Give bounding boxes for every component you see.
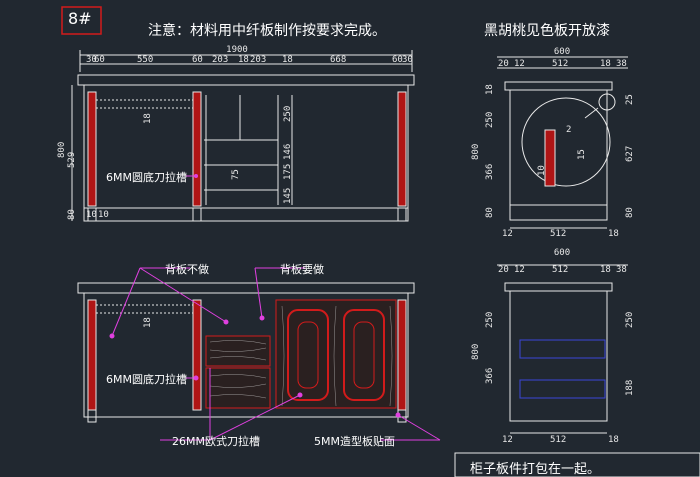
svg-text:10: 10	[537, 165, 547, 176]
leader-dot-top	[194, 174, 198, 178]
svg-text:18: 18	[485, 84, 495, 95]
svg-text:512: 512	[550, 435, 566, 445]
top-inner-175: 175	[283, 164, 293, 180]
side-bottom-parts: 20 12 512 18 38	[498, 265, 627, 275]
top-bottom-10a: 10	[86, 210, 97, 220]
label-groove-top: 6MM圆底刀拉槽	[106, 171, 187, 184]
side-bottom-left: 250 366 800	[471, 312, 495, 384]
tag-box	[61, 6, 102, 35]
svg-text:203: 203	[250, 55, 266, 65]
svg-text:512: 512	[552, 265, 568, 275]
top-inner-18: 18	[143, 113, 153, 124]
svg-text:18: 18	[282, 55, 293, 65]
svg-text:12: 12	[502, 435, 513, 445]
svg-text:20: 20	[498, 265, 509, 275]
side-title: 黑胡桃见色板开放漆	[484, 23, 610, 39]
svg-text:668: 668	[330, 55, 346, 65]
svg-text:512: 512	[552, 59, 568, 69]
svg-text:18: 18	[600, 265, 611, 275]
top-inner-145: 145	[283, 188, 293, 204]
front-view-bottom	[77, 282, 415, 423]
side-bottom-right: 250 188	[625, 312, 635, 396]
svg-text:25: 25	[625, 94, 635, 105]
svg-text:550: 550	[137, 55, 153, 65]
svg-text:188: 188	[625, 380, 635, 396]
top-bottom-10b: 10	[98, 210, 109, 220]
svg-text:512: 512	[550, 229, 566, 239]
svg-text:250: 250	[625, 312, 635, 328]
svg-text:800: 800	[471, 344, 481, 360]
svg-text:250: 250	[485, 312, 495, 328]
svg-text:15: 15	[577, 149, 587, 160]
tag-label: 8#	[68, 9, 92, 28]
top-height-80: 80	[67, 209, 77, 220]
top-segments: 30 60 550 60 203 18 203 18 668 60 30	[86, 55, 413, 65]
svg-text:2: 2	[566, 125, 571, 135]
svg-text:30: 30	[402, 55, 413, 65]
label-panel: 5MM造型板贴面	[314, 435, 395, 448]
svg-text:12: 12	[502, 229, 513, 239]
side-top-right: 25 627 80	[625, 94, 635, 218]
svg-text:60: 60	[94, 55, 105, 65]
label-back-none: 背板不做	[165, 263, 209, 276]
label-back-need: 背板要做	[280, 263, 324, 276]
side-top-parts: 20 12 512 18 38	[498, 59, 627, 69]
svg-text:12: 12	[514, 265, 525, 275]
svg-text:38: 38	[616, 265, 627, 275]
top-total-width: 1900	[226, 45, 248, 55]
svg-text:203: 203	[212, 55, 228, 65]
footer-box	[454, 452, 700, 477]
label-groove-bottom: 6MM圆底刀拉槽	[106, 373, 187, 386]
svg-text:20: 20	[498, 59, 509, 69]
wood-grain	[209, 305, 393, 407]
svg-text:800: 800	[471, 144, 481, 160]
bottom-inner-18: 18	[143, 317, 153, 328]
svg-text:18: 18	[238, 55, 249, 65]
side-view-top	[497, 56, 628, 229]
side-top-bottom: 12 512 18	[502, 229, 619, 239]
svg-text:18: 18	[608, 229, 619, 239]
footer-note: 柜子板件打包在一起。	[470, 462, 601, 477]
svg-text:80: 80	[485, 207, 495, 218]
side-bottom-width: 600	[554, 248, 570, 258]
top-height-total: 800	[57, 142, 67, 158]
side-top-detail: 10 2 15	[537, 125, 587, 176]
svg-text:12: 12	[514, 59, 525, 69]
svg-text:250: 250	[485, 112, 495, 128]
svg-text:366: 366	[485, 368, 495, 384]
side-view-bottom	[497, 264, 628, 434]
front-view-top	[71, 50, 415, 222]
svg-text:80: 80	[625, 207, 635, 218]
svg-text:30: 30	[86, 55, 97, 65]
svg-text:366: 366	[485, 164, 495, 180]
svg-text:18: 18	[600, 59, 611, 69]
top-inner-75: 75	[231, 169, 241, 180]
svg-text:627: 627	[625, 146, 635, 162]
side-top-width: 600	[554, 47, 570, 57]
side-bottom-bottom: 12 512 18	[502, 435, 619, 445]
side-top-left: 18 250 366 80 800	[471, 84, 495, 218]
note-title: 注意：材料用中纤板制作按要求完成。	[148, 23, 386, 39]
svg-text:38: 38	[616, 59, 627, 69]
leaders-bottom	[109, 267, 441, 441]
label-euro-groove: 26MM欧式刀拉槽	[172, 435, 260, 448]
top-inner-146: 146	[283, 144, 293, 160]
svg-text:18: 18	[608, 435, 619, 445]
svg-text:60: 60	[192, 55, 203, 65]
svg-text:60: 60	[392, 55, 403, 65]
top-height-529: 529	[67, 152, 77, 168]
top-inner-250: 250	[283, 106, 293, 122]
